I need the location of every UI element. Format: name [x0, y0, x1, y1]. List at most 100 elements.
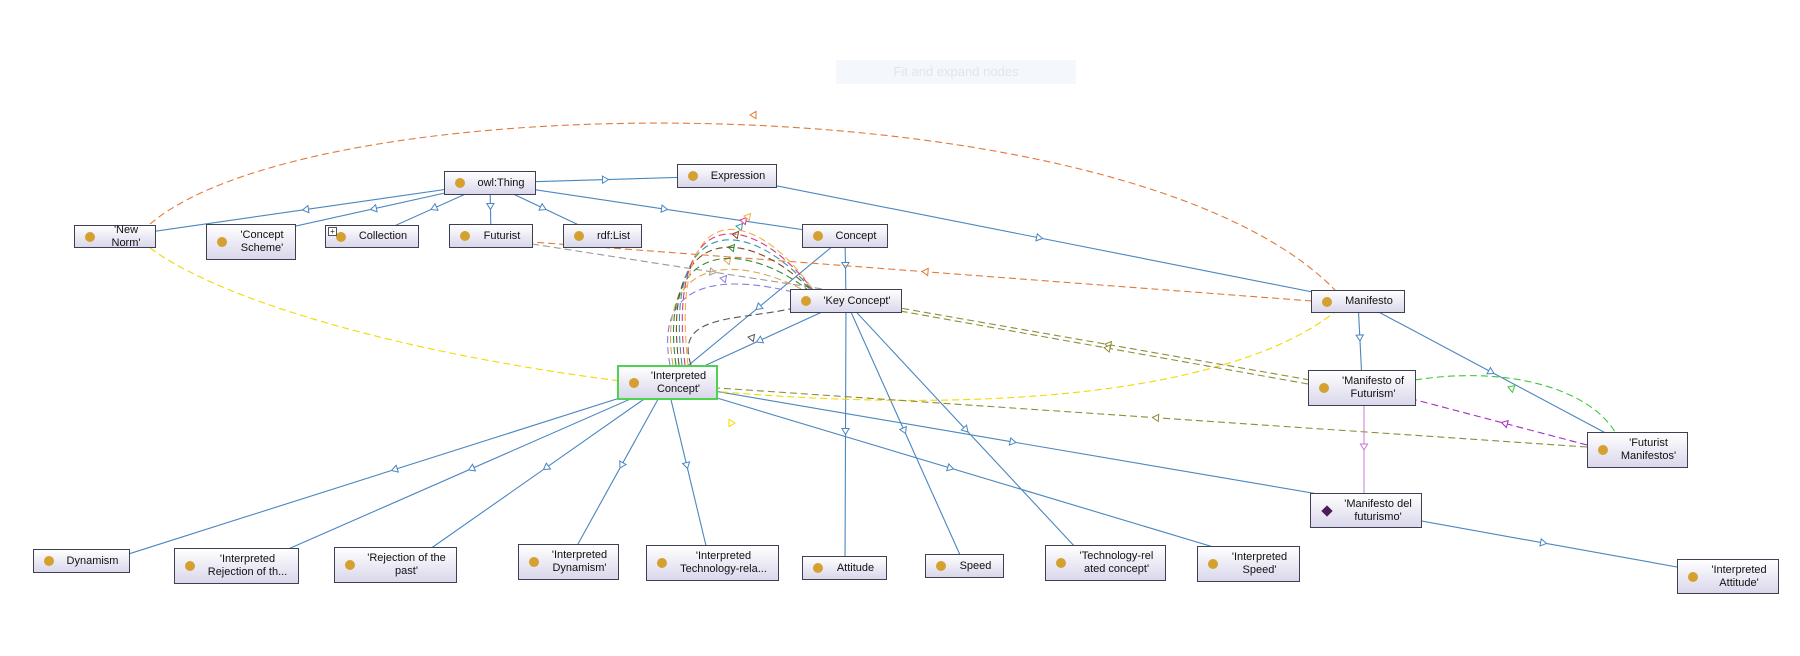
node-label: 'Interpreted Concept'	[650, 369, 707, 395]
edge-loop-4-arrow	[731, 230, 740, 240]
class-icon	[336, 231, 346, 242]
edge-manifestooffuturism-futuristmanifestos-arrow	[1507, 385, 1516, 394]
edge-loop-7-arrow	[743, 212, 752, 222]
node-speed[interactable]: Speed	[925, 554, 1004, 578]
edge-thing-futurist-arrow	[485, 202, 495, 211]
node-concept[interactable]: Concept	[802, 224, 888, 248]
node-label: Concept	[835, 229, 877, 242]
class-icon	[345, 560, 355, 570]
node-label: 'Manifesto del futurismo'	[1344, 497, 1412, 523]
edge-manifesto-manifestooffuturism-arrow	[1355, 334, 1365, 342]
edge-delfuturismo-iattitude-arrow	[1539, 537, 1548, 547]
class-icon	[185, 561, 195, 571]
edge-manifestooffuturism-keyconcept	[899, 307, 1311, 381]
class-icon	[1208, 559, 1218, 569]
class-icon	[629, 377, 639, 388]
edge-loop-2	[670, 268, 821, 366]
node-label: 'Futurist Manifestos'	[1620, 437, 1677, 462]
node-manifesto-of-futurism[interactable]: 'Manifesto of Futurism'	[1308, 370, 1416, 406]
node-label: Collection	[358, 230, 408, 242]
node-label: 'Key Concept'	[823, 294, 891, 307]
edge-interpreted-delfuturismo-arrow	[1008, 436, 1017, 446]
node-label: 'Technology-rel ated concept'	[1079, 550, 1154, 575]
node-futurist-manifestos[interactable]: 'Futurist Manifestos'	[1587, 432, 1688, 468]
edge-loop-3	[673, 257, 821, 366]
edge-loop-4	[675, 246, 821, 366]
node-label: 'Interpreted Attitude'	[1711, 563, 1767, 589]
edge-loop-5	[678, 239, 821, 366]
edge-interpreted-rejectionpast-arrow	[542, 462, 552, 471]
class-icon	[455, 178, 465, 188]
node-label: 'Interpreted Rejection of th...	[207, 553, 288, 578]
node-manifesto[interactable]: Manifesto	[1311, 290, 1405, 313]
edge-keyconcept-technology-arrow	[960, 424, 969, 433]
node-label: 'Concept Scheme'	[240, 229, 284, 254]
node-expression[interactable]: Expression	[677, 164, 777, 188]
node-label: Dynamism	[66, 554, 119, 567]
node-interpreted-attitude[interactable]: 'Interpreted Attitude'	[1677, 559, 1779, 594]
edge-loop-7	[684, 228, 821, 366]
class-icon	[1056, 558, 1066, 568]
node-label: 'New Norm'	[111, 223, 141, 249]
node-interpreted-technology[interactable]: 'Interpreted Technology-rela...	[646, 545, 779, 581]
edge-manifestooffuturism-keyconcept-2	[899, 310, 1309, 385]
edge-manifesto-futurist-arrow	[921, 267, 929, 277]
edge-loop-1-arrow	[719, 274, 728, 284]
fit-hint-banner: Fit and expand nodes	[836, 60, 1076, 84]
node-new-norm[interactable]: 'New Norm'	[74, 223, 156, 249]
node-rdf-list[interactable]: rdf:List	[563, 224, 642, 248]
class-icon	[1598, 445, 1608, 455]
class-icon	[936, 561, 946, 571]
node-futurist[interactable]: Futurist	[449, 224, 533, 248]
edge-thing-concept-arrow	[660, 204, 669, 213]
edge-manifestooffuturism-keyconcept-2-arrow	[1103, 344, 1112, 354]
edge-futuristmanifestos-interpreted-arrow	[1151, 413, 1160, 423]
node-interpreted-concept[interactable]: 'Interpreted Concept'	[617, 365, 718, 400]
edge-thing-expression-arrow	[601, 175, 610, 185]
edge-newnorm-manifesto-yellow	[149, 247, 1336, 401]
node-technology-related-concept[interactable]: 'Technology-rel ated concept'	[1045, 545, 1166, 581]
node-interpreted-rejection[interactable]: 'Interpreted Rejection of th...	[174, 548, 299, 584]
node-dynamism[interactable]: Dynamism	[33, 549, 130, 573]
node-label: Manifesto	[1345, 295, 1393, 307]
edge-thing-conceptscheme-arrow	[369, 203, 378, 213]
node-label: 'Interpreted Speed'	[1231, 551, 1288, 576]
class-icon	[1319, 383, 1329, 393]
class-icon	[217, 237, 227, 247]
class-icon	[813, 563, 823, 573]
expand-icon[interactable]: +	[328, 227, 337, 236]
node-collection[interactable]: + Collection	[325, 225, 419, 248]
edge-keyconcept-attitude-arrow	[841, 427, 851, 436]
node-label: Expression	[710, 169, 766, 182]
class-icon	[460, 231, 470, 241]
node-interpreted-dynamism[interactable]: 'Interpreted Dynamism'	[518, 544, 619, 580]
class-icon	[85, 231, 95, 242]
edge-loop-5-arrow	[735, 222, 744, 232]
edge-loop-3-arrow	[727, 243, 736, 253]
node-owl-thing[interactable]: owl:Thing	[444, 171, 536, 195]
class-icon	[1688, 571, 1698, 582]
class-icon	[529, 557, 539, 567]
node-key-concept[interactable]: 'Key Concept'	[790, 289, 902, 313]
individual-icon	[1321, 504, 1333, 517]
node-rejection-of-the-past[interactable]: 'Rejection of the past'	[334, 547, 457, 583]
class-icon	[1322, 296, 1332, 307]
edge-manifestooffuturism-futuristmanifestos	[1414, 375, 1616, 433]
edge-expression-manifesto-arrow	[1035, 232, 1044, 242]
node-manifesto-del-futurismo[interactable]: 'Manifesto del futurismo'	[1310, 493, 1422, 528]
class-icon	[688, 171, 698, 181]
node-concept-scheme[interactable]: 'Concept Scheme'	[206, 224, 296, 260]
node-label: Speed	[959, 559, 992, 572]
node-label: 'Rejection of the past'	[367, 552, 446, 577]
edge-concept-interpreted-arrow	[755, 301, 764, 311]
edge-newnorm-manifesto	[149, 122, 1336, 291]
edge-loop-8-arrow	[747, 333, 756, 343]
edge-interpreted-rejection-arrow	[467, 463, 477, 472]
class-icon	[801, 296, 811, 306]
node-interpreted-speed[interactable]: 'Interpreted Speed'	[1197, 546, 1300, 582]
class-icon	[44, 556, 54, 566]
node-attitude[interactable]: Attitude	[802, 556, 887, 580]
edge-thing-rdflist-arrow	[538, 202, 547, 211]
node-label: Attitude	[836, 561, 875, 574]
